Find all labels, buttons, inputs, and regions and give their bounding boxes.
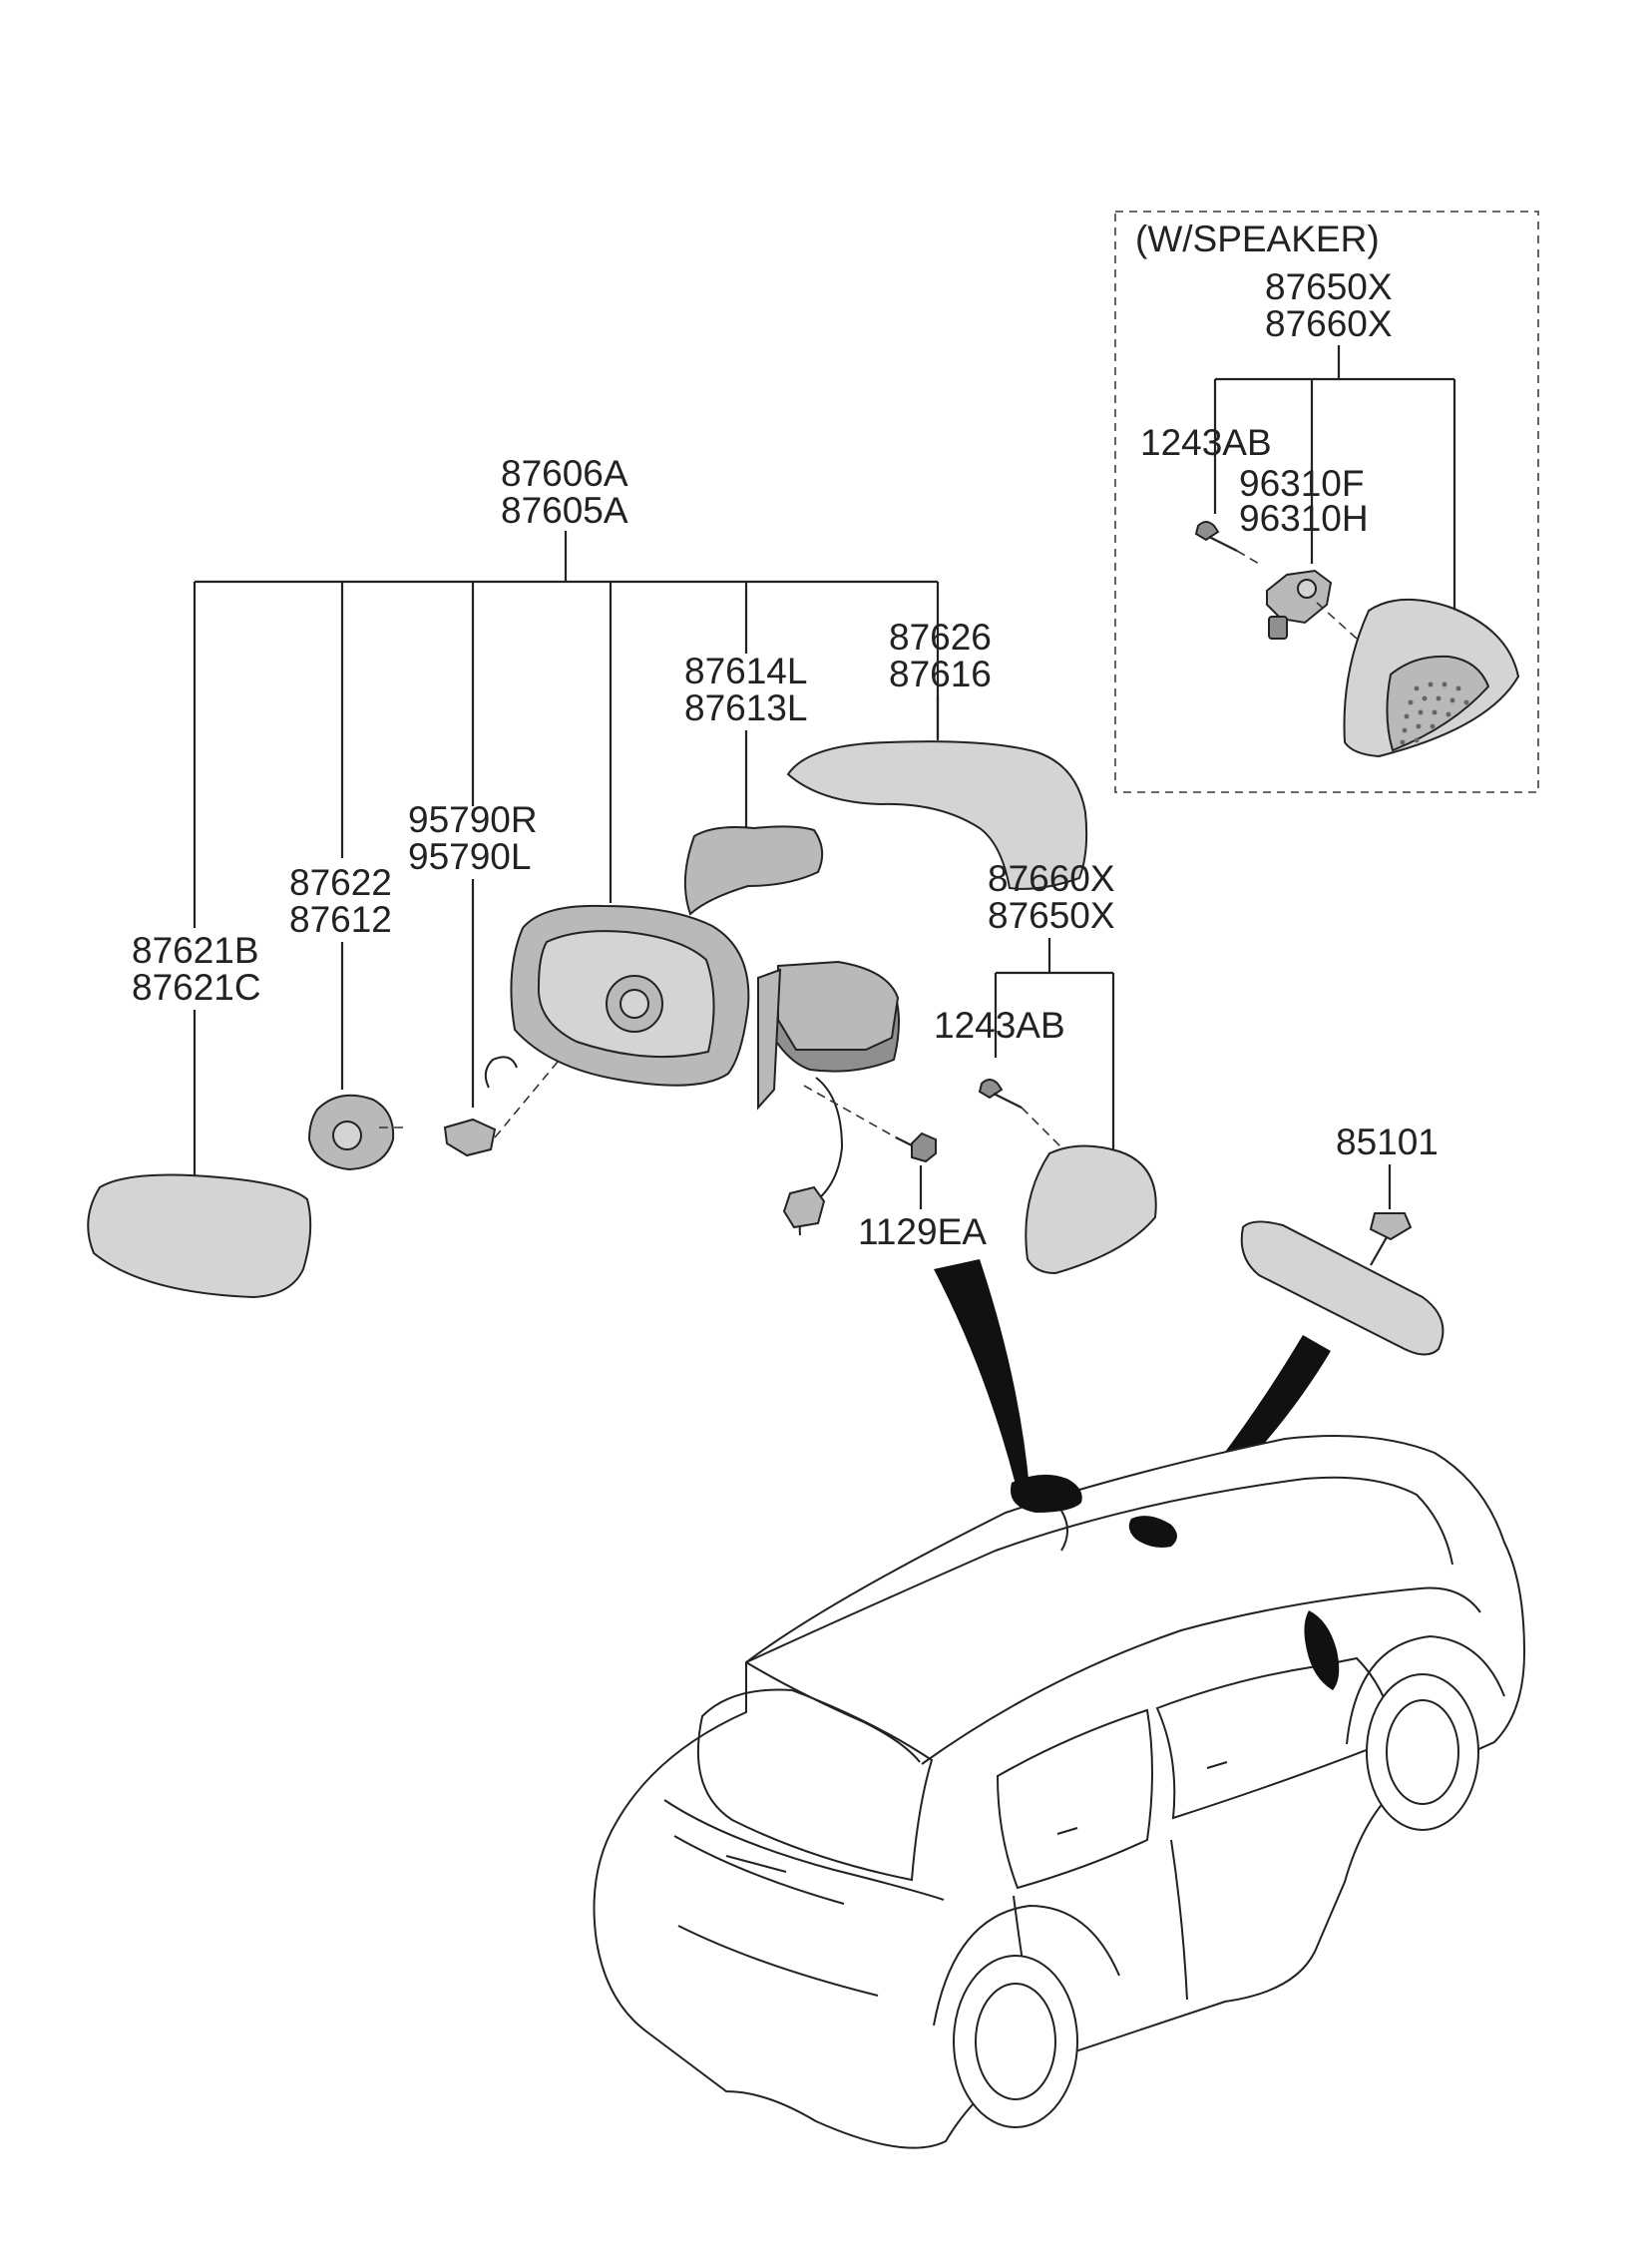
part-number-95790r[interactable]: 95790R	[408, 799, 538, 840]
mirror-glass-part	[87, 1173, 312, 1299]
speaker-screw-part	[1194, 521, 1260, 565]
part-number-87606a[interactable]: 87606A	[501, 453, 628, 494]
part-number-96310h[interactable]: 96310H	[1239, 498, 1369, 539]
scalp-cover-part	[786, 740, 1088, 890]
rear-wheel	[953, 1955, 1078, 2128]
part-number-85101[interactable]: 85101	[1336, 1122, 1439, 1162]
part-number-87621b[interactable]: 87621B	[132, 930, 259, 971]
part-number-87660x[interactable]: 87660X	[1265, 303, 1393, 344]
speaker-inset-frame	[1114, 211, 1539, 793]
part-number-87612[interactable]: 87612	[289, 899, 392, 940]
mirror-housing-part	[510, 904, 900, 1236]
part-number-87614l[interactable]: 87614L	[684, 651, 807, 691]
part-number-87622[interactable]: 87622	[289, 862, 392, 903]
bolt-part	[803, 1085, 937, 1163]
front-wheel	[1366, 1673, 1479, 1831]
part-number-1243ab-speaker[interactable]: 1243AB	[1140, 422, 1272, 463]
camera-callout: 95790R 95790L	[408, 799, 574, 1157]
garnish-callout: 87660X 87650X 1243AB	[934, 858, 1157, 1275]
bolt-callout: 1129EA	[803, 1085, 987, 1252]
mirror-assembly-callout: 87606A 87605A	[193, 453, 940, 928]
mirror-glass-callout: 87621B 87621C	[87, 930, 312, 1299]
part-number-87650x[interactable]: 87650X	[1265, 266, 1393, 307]
inside-mirror-part	[1240, 1212, 1445, 1356]
part-number-87660x[interactable]: 87660X	[988, 858, 1115, 899]
part-number-87616[interactable]: 87616	[889, 654, 992, 694]
part-number-87613l[interactable]: 87613L	[684, 687, 807, 728]
camera-part	[443, 1043, 574, 1157]
vehicle-illustration	[593, 1435, 1526, 2149]
actuator-part	[307, 1094, 403, 1171]
vehicle-outside-mirror-marker	[1011, 1474, 1082, 1513]
speaker-garnish-part	[1343, 598, 1520, 758]
inside-mirror-callout: 85101	[1240, 1122, 1445, 1356]
speaker-inset-title: (W/SPEAKER)	[1135, 219, 1380, 259]
vehicle-inside-mirror-marker	[1128, 1516, 1177, 1548]
part-number-1243ab-garnish[interactable]: 1243AB	[934, 1005, 1065, 1046]
actuator-callout: 87622 87612	[289, 862, 403, 1171]
speaker-inset: (W/SPEAKER) 87650X 87660X 1243AB 96310F …	[1114, 211, 1539, 793]
part-number-87605a[interactable]: 87605A	[501, 490, 628, 531]
part-number-1129ea[interactable]: 1129EA	[858, 1211, 987, 1252]
garnish-screw-part	[978, 1079, 1062, 1148]
scalp-cover-callout: 87626 87616	[786, 617, 1088, 890]
pointer-wedge-outside-mirror	[934, 1259, 1030, 1493]
part-number-87626[interactable]: 87626	[889, 617, 992, 658]
speaker-unit-part	[1266, 569, 1358, 640]
part-number-87650x[interactable]: 87650X	[988, 895, 1115, 936]
side-lamp-callout: 87614L 87613L	[683, 651, 824, 916]
part-number-95790l[interactable]: 95790L	[408, 836, 531, 877]
garnish-part	[1025, 1144, 1157, 1275]
side-lamp-part	[683, 825, 824, 916]
part-number-96310f[interactable]: 96310F	[1239, 463, 1365, 504]
part-number-87621c[interactable]: 87621C	[132, 967, 261, 1008]
